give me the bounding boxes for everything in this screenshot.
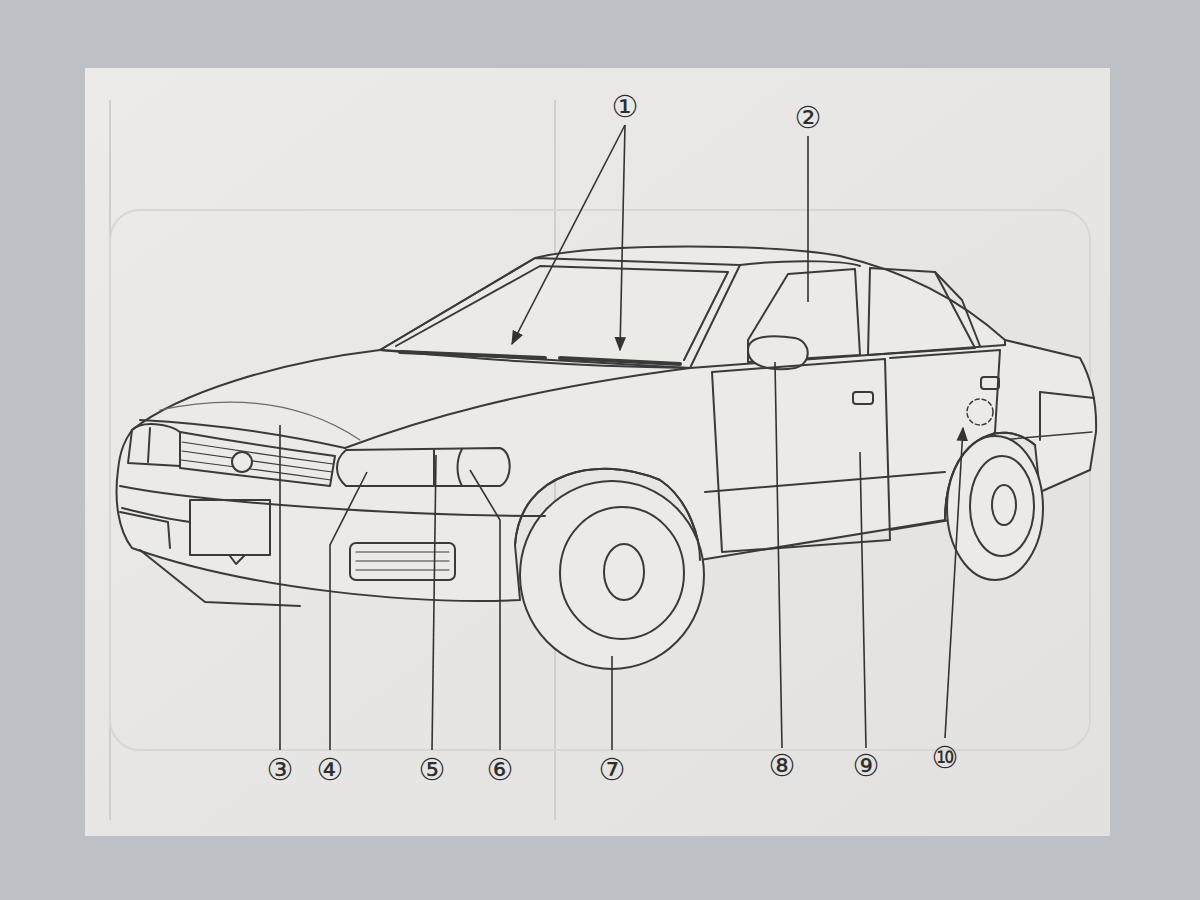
callout-number: ⑤: [417, 754, 448, 786]
callout-number: ⑩: [930, 742, 961, 774]
callout-number: ⑥: [485, 754, 516, 786]
callout-number: ④: [315, 754, 346, 786]
callout-number: ①: [610, 91, 641, 123]
callout-number: ②: [793, 102, 824, 134]
callout-number: ③: [265, 754, 296, 786]
callout-number: ⑧: [767, 750, 798, 782]
callout-number: ⑨: [851, 750, 882, 782]
callout-number: ⑦: [597, 754, 628, 786]
